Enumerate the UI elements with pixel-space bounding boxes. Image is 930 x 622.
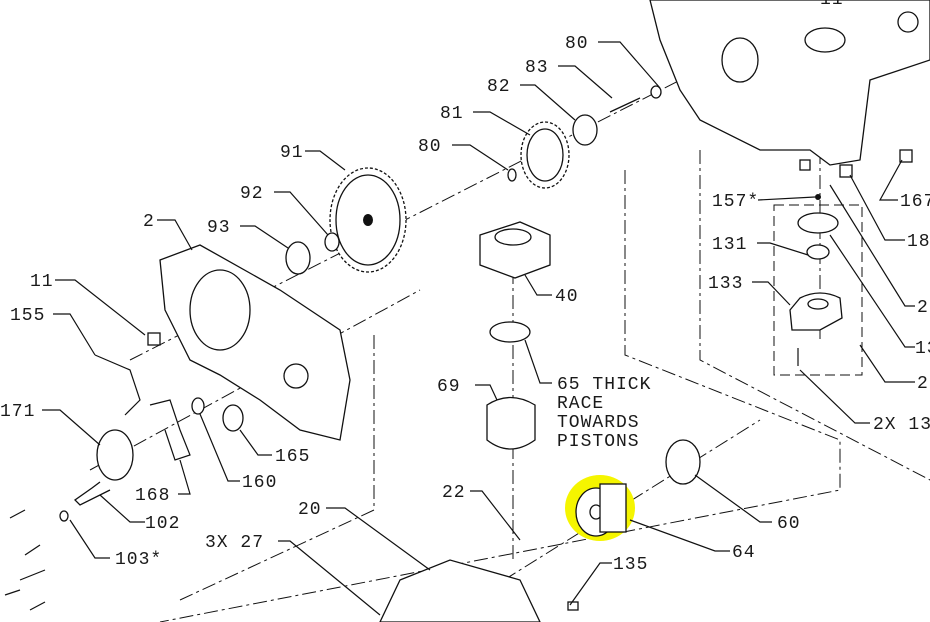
washer-80 bbox=[650, 85, 662, 99]
label-2x-13: 2X 13 bbox=[873, 415, 930, 435]
label-133: 133 bbox=[708, 274, 743, 294]
kit-box bbox=[773, 204, 863, 376]
bracket-155 bbox=[94, 354, 141, 416]
seal-60 bbox=[665, 439, 701, 485]
gear-81 bbox=[520, 121, 570, 189]
bolts bbox=[4, 509, 579, 611]
label-91: 91 bbox=[280, 143, 304, 163]
label-93: 93 bbox=[207, 218, 231, 238]
bolt-11 bbox=[147, 332, 161, 346]
label-65-line4: PISTONS bbox=[557, 432, 640, 452]
label-18: 18 bbox=[907, 232, 930, 252]
label-165: 165 bbox=[275, 447, 310, 467]
main-housing bbox=[649, 0, 930, 178]
label-40: 40 bbox=[555, 287, 579, 307]
label-157: 157* bbox=[712, 192, 759, 212]
label-2-right: 2 bbox=[917, 298, 929, 318]
seal bbox=[283, 363, 309, 389]
cylinder-block-64 bbox=[575, 483, 627, 537]
cover-2 bbox=[159, 244, 351, 441]
bearing-165 bbox=[222, 404, 244, 432]
label-80b: 80 bbox=[418, 137, 442, 157]
part-131 bbox=[806, 244, 830, 260]
leader-lines bbox=[42, 41, 915, 616]
label-2-right-lower: 2 bbox=[917, 374, 929, 394]
label-69: 69 bbox=[437, 377, 461, 397]
label-13-right: 13 bbox=[915, 339, 930, 359]
cylinder-block-69 bbox=[486, 396, 536, 450]
label-83: 83 bbox=[525, 58, 549, 78]
o-ring-13 bbox=[797, 212, 839, 234]
label-11-star: 11* bbox=[820, 0, 855, 10]
label-81: 81 bbox=[440, 104, 464, 124]
arm-102 bbox=[73, 481, 111, 506]
pulley-171 bbox=[96, 429, 134, 481]
housing-20 bbox=[379, 559, 541, 622]
part-133-bore bbox=[807, 298, 829, 310]
shaft-83 bbox=[609, 97, 641, 113]
label-102: 102 bbox=[145, 514, 180, 534]
bearing-93 bbox=[285, 241, 311, 275]
label-82: 82 bbox=[487, 77, 511, 97]
label-160: 160 bbox=[242, 473, 277, 493]
label-171: 171 bbox=[0, 402, 35, 422]
label-80: 80 bbox=[565, 34, 589, 54]
label-103: 103* bbox=[115, 550, 162, 570]
label-20: 20 bbox=[298, 500, 322, 520]
cover-boss bbox=[189, 269, 251, 351]
label-155: 155 bbox=[10, 306, 45, 326]
label-60: 60 bbox=[777, 514, 801, 534]
pinion-82 bbox=[572, 114, 598, 146]
washer-92 bbox=[324, 232, 340, 252]
label-65-line1: 65 THICK bbox=[557, 375, 651, 395]
label-64: 64 bbox=[732, 543, 756, 563]
part-133 bbox=[789, 292, 843, 331]
washer-160 bbox=[191, 397, 205, 415]
part-labels: 80 83 82 81 80 91 92 93 2 11 155 171 40 … bbox=[0, 0, 930, 575]
label-131: 131 bbox=[712, 235, 747, 255]
spring-168 bbox=[149, 399, 191, 461]
washer-80b bbox=[507, 168, 517, 182]
label-168: 168 bbox=[135, 486, 170, 506]
label-11: 11 bbox=[30, 272, 54, 292]
part-157 bbox=[815, 194, 821, 200]
thrust-bearing-65 bbox=[489, 321, 531, 343]
label-22: 22 bbox=[442, 483, 466, 503]
label-27: 3X 27 bbox=[205, 533, 264, 553]
label-65-line3: TOWARDS bbox=[557, 413, 640, 433]
label-65-line2: RACE bbox=[557, 394, 604, 414]
label-167: 167 bbox=[900, 192, 930, 212]
label-2: 2 bbox=[143, 212, 155, 232]
label-135: 135 bbox=[613, 555, 648, 575]
label-92: 92 bbox=[240, 184, 264, 204]
swashplate-bore bbox=[494, 228, 532, 246]
gear-91 bbox=[329, 167, 407, 273]
